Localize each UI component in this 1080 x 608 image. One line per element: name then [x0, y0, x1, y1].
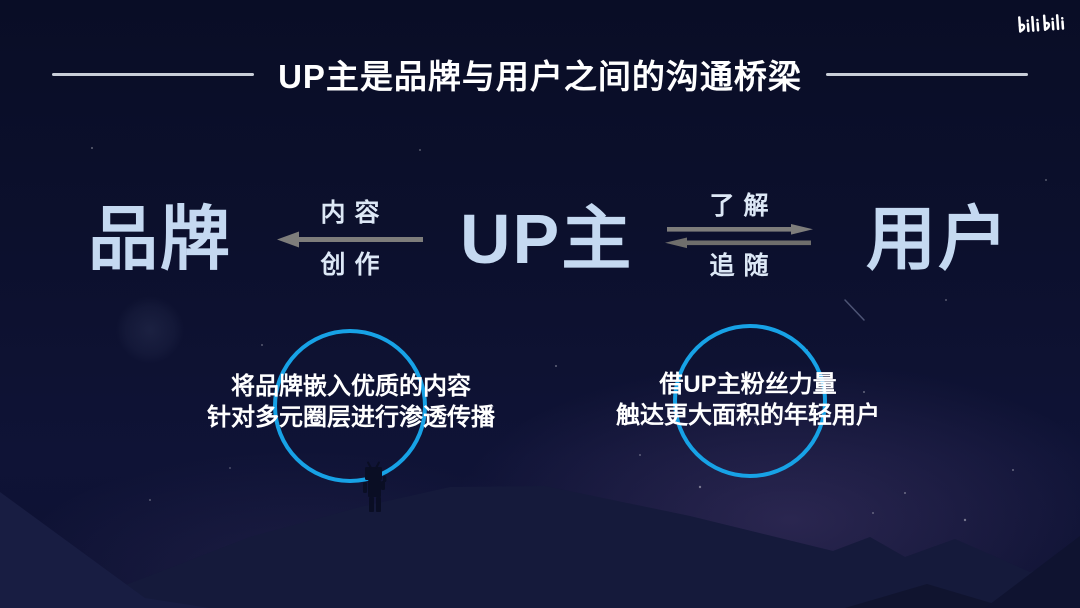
node-brand: 品牌: [88, 200, 232, 278]
user-arrow-top-label: 了解: [709, 192, 778, 220]
bilibili-logo-icon: [1018, 14, 1065, 33]
mountain-right-corner: [985, 536, 1080, 608]
node-user: 用户: [866, 200, 1010, 278]
user-arrow-bottom-label: 追随: [709, 252, 778, 280]
left-callout-line1: 将品牌嵌入优质的内容: [231, 373, 471, 400]
mountain-back-ridge: [0, 486, 1080, 608]
brand-arrow-top-label: 内容: [320, 199, 389, 227]
right-callout: 借UP主粉丝力量 触达更大面积的年轻用户: [616, 369, 880, 431]
arrow-left-icon: [277, 231, 423, 248]
shooting-star: [844, 299, 865, 321]
mountain-left-foreground: [0, 492, 210, 608]
horizon-glow-left: [0, 450, 600, 608]
left-callout: 将品牌嵌入优质的内容 针对多元圈层进行渗透传播: [207, 371, 495, 433]
right-callout-line1: 借UP主粉丝力量: [659, 371, 837, 398]
page-title: UP主是品牌与用户之间的沟通桥梁: [278, 58, 802, 95]
right-callout-line2: 触达更大面积的年轻用户: [616, 402, 880, 429]
bilibili-logo: [1016, 12, 1068, 41]
left-callout-line2: 针对多元圈层进行渗透传播: [207, 404, 495, 431]
title-line-left: [52, 72, 255, 76]
node-uploader: UP主: [460, 200, 634, 278]
brand-arrow-group: 内容 创作: [277, 199, 423, 280]
title-line-right: [825, 72, 1028, 76]
brand-arrow-bottom-label: 创作: [320, 251, 389, 279]
mountain-right-peak: [845, 584, 1008, 608]
faint-moon: [116, 296, 184, 364]
user-arrow-group: 了解 追随: [665, 192, 813, 281]
arrow-double-icon: [665, 224, 813, 249]
header: UP主是品牌与用户之间的沟通桥梁: [0, 52, 1080, 96]
